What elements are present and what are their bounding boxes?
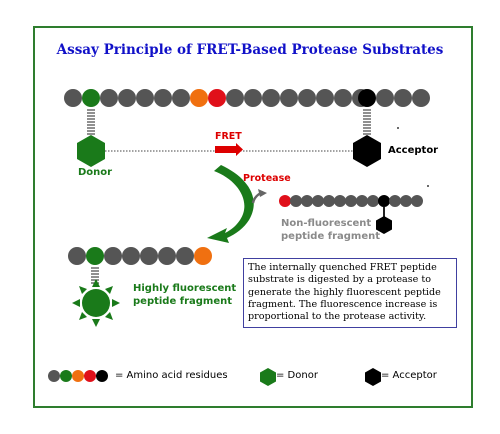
donor-label: Donor: [78, 167, 113, 178]
non-fluorescent-fragment: [279, 195, 423, 207]
dot-marker: [397, 127, 399, 129]
info-box: The internally quenched FRET peptide sub…: [243, 258, 457, 328]
legend-donor-label: = Donor: [276, 370, 318, 381]
fret-label: FRET: [215, 131, 242, 142]
legend-amino-acids-label: = Amino acid residues: [115, 370, 228, 381]
fluorescent-donor-burst: [72, 279, 120, 327]
fragment-donor-spring: [91, 267, 99, 284]
legend-acceptor-hexagon: [365, 368, 381, 386]
donor-spring: [87, 109, 95, 135]
non-fluorescent-line1: Non-fluorescent: [281, 218, 372, 229]
non-fluorescent-line2: peptide fragment: [281, 231, 381, 242]
highly-fluorescent-line2: peptide fragment: [133, 296, 233, 307]
acceptor-hexagon: [353, 135, 381, 167]
intact-peptide-chain: [64, 89, 430, 107]
fret-arrow: [215, 143, 243, 156]
acceptor-spring: [363, 109, 371, 135]
legend-acceptor-label: = Acceptor: [381, 370, 437, 381]
non-fluorescent-label: Non-fluorescent peptide fragment: [281, 217, 380, 243]
green-curved-arrow: [207, 165, 254, 243]
dot-marker: [427, 185, 429, 187]
protease-label: Protease: [243, 173, 291, 184]
legend-donor-hexagon: [260, 368, 276, 386]
donor-hexagon: [77, 135, 105, 167]
highly-fluorescent-label: Highly fluorescent peptide fragment: [133, 282, 236, 308]
legend-residues: [48, 370, 108, 382]
acceptor-label: Acceptor: [388, 145, 439, 156]
diagram-title: Assay Principle of FRET-Based Protease S…: [56, 42, 444, 58]
fragment-acceptor-hexagon: [376, 216, 392, 234]
highly-fluorescent-line1: Highly fluorescent: [133, 283, 237, 294]
highly-fluorescent-fragment: [68, 247, 212, 265]
protease-arrowhead: [258, 189, 267, 197]
